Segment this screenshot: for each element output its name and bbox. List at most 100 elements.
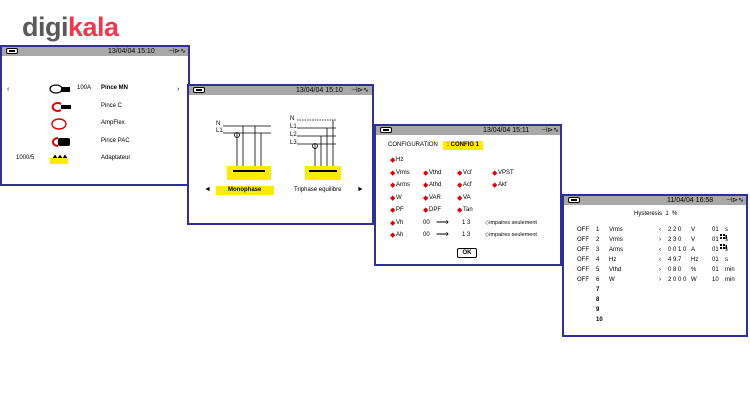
measure-item[interactable]: Vcf — [463, 169, 472, 176]
alarm-threshold[interactable]: 0 0 1 0 — [668, 247, 687, 253]
odd-only-option[interactable]: ◇impaires seulement — [485, 232, 537, 238]
measure-item[interactable]: Tan — [463, 207, 473, 213]
left-arrow-icon[interactable]: ‹ — [7, 86, 10, 93]
alarm-parameter[interactable]: Vthd — [609, 267, 622, 273]
alarm-unit: W — [691, 277, 697, 283]
alarm-duration[interactable]: 01 — [712, 267, 719, 273]
alarm-duration[interactable]: 01 — [712, 227, 719, 233]
alarm-row[interactable]: 10 — [564, 196, 746, 335]
bullet-icon: ◆ — [457, 207, 463, 214]
harmonic-label[interactable]: Ah — [396, 232, 404, 238]
configuration-label: CONFIGURATION — [388, 142, 438, 148]
clamp-mn-icon — [46, 82, 72, 94]
alarm-threshold[interactable]: 4 9.7 — [668, 257, 682, 263]
measure-item[interactable]: W — [396, 194, 402, 201]
status-bar: 13/04/04 15:10 ⊣⊳∿ — [2, 47, 188, 56]
battery-icon — [193, 87, 205, 93]
measure-item[interactable]: Vthd — [429, 169, 442, 176]
alarm-parameter[interactable]: Vrms — [609, 237, 623, 243]
alarm-row[interactable]: 9 — [564, 196, 746, 335]
digikala-logo: digikala — [22, 12, 119, 43]
alarm-state[interactable]: OFF — [577, 257, 589, 263]
alarm-duration-unit: min — [725, 277, 735, 283]
clamp-pac-icon — [46, 135, 72, 147]
alarm-compare[interactable]: ‹ — [659, 257, 661, 263]
alarm-compare[interactable]: ‹ — [659, 247, 661, 253]
alarm-threshold[interactable]: 2 2 0 — [668, 227, 682, 233]
alarm-unit: % — [691, 267, 697, 273]
alarm-number: 8 — [596, 297, 600, 303]
harmonic-to[interactable]: 1 3 — [462, 232, 471, 238]
power-plug-icon: ⊣⊳∿ — [541, 127, 559, 134]
alarm-duration[interactable]: 01 — [712, 247, 719, 253]
sensor-row[interactable]: AmpFlex — [2, 47, 188, 184]
alarm-unit: V — [691, 237, 696, 243]
datetime: 13/04/04 15:11 — [483, 127, 530, 134]
alarm-state[interactable]: OFF — [577, 227, 589, 233]
bullet-icon: ◆ — [390, 207, 396, 214]
sensor-row[interactable]: Pince PAC — [2, 47, 188, 184]
alarm-state[interactable]: OFF — [577, 237, 589, 243]
odd-only-option[interactable]: ◇impaires seulement — [485, 220, 537, 226]
harmonic-label[interactable]: Vh — [396, 220, 404, 226]
alarm-compare[interactable]: › — [659, 267, 661, 273]
harmonic-from[interactable]: 00 — [423, 220, 430, 226]
measure-item[interactable]: VA — [463, 194, 471, 201]
measure-item[interactable]: VAR — [429, 194, 441, 201]
alarm-state[interactable]: OFF — [577, 267, 589, 273]
alarm-compare[interactable]: ‹ — [659, 227, 661, 233]
alarm-number: 2 — [596, 237, 600, 243]
measure-item[interactable]: DPF — [429, 207, 441, 213]
ok-button[interactable]: OK — [457, 248, 477, 258]
measure-item[interactable]: Arms — [396, 182, 410, 188]
status-bar: 13/04/04 15:11 ⊣⊳∿ — [376, 126, 560, 135]
wiring-diagram — [223, 119, 341, 180]
alarm-duration[interactable]: 10 — [712, 277, 719, 283]
right-arrow-icon[interactable]: › — [177, 86, 180, 93]
alarm-parameter[interactable]: W — [609, 277, 615, 283]
alarm-number: 10 — [596, 317, 603, 323]
sensor-row[interactable]: Pince C — [2, 47, 188, 184]
alarm-parameter[interactable]: Hz — [609, 257, 617, 263]
datetime: 13/04/04 15:10 — [108, 48, 155, 55]
line-label: L1 — [290, 124, 297, 130]
measure-item[interactable]: Athd — [429, 182, 442, 188]
alarm-parameter[interactable]: Arms — [609, 247, 623, 253]
phase-grid-icon — [720, 237, 727, 249]
next-option-icon[interactable]: ► — [357, 186, 364, 193]
alarm-duration[interactable]: 01 — [712, 237, 719, 243]
harmonic-to[interactable]: 1 3 — [462, 220, 471, 226]
line-label: N — [290, 116, 295, 122]
measure-item[interactable]: Akf — [498, 182, 507, 188]
alarm-state[interactable]: OFF — [577, 247, 589, 253]
alarm-row[interactable]: 8 — [564, 196, 746, 335]
status-bar: 11/04/04 16:58 ⊣⊳∿ — [564, 196, 746, 205]
measure-item[interactable]: PF — [396, 207, 404, 213]
measure-item[interactable]: Acf — [463, 182, 472, 188]
option-triphase[interactable]: Triphase equilibre — [294, 187, 342, 193]
prev-option-icon[interactable]: ◄ — [204, 186, 211, 193]
measure-item[interactable]: Vrms — [396, 169, 410, 176]
alarm-parameter[interactable]: Vrms — [609, 227, 623, 233]
alarm-compare[interactable]: › — [659, 277, 661, 283]
alarm-duration[interactable]: 01 — [712, 257, 719, 263]
measure-item[interactable]: VPST — [498, 169, 514, 176]
alarm-threshold[interactable]: 0 8 0 — [668, 267, 682, 273]
measure-item[interactable]: Hz — [396, 157, 404, 163]
alarm-threshold[interactable]: 2 3 0 — [668, 237, 682, 243]
harmonic-from[interactable]: 00 — [423, 232, 430, 238]
alarm-row[interactable]: 7 — [564, 196, 746, 335]
config-select[interactable]: : CONFIG 1 — [443, 141, 484, 150]
alarm-compare[interactable]: › — [659, 237, 661, 243]
alarm-state[interactable]: OFF — [577, 277, 589, 283]
alarm-threshold[interactable]: 2 0 0 0 — [668, 277, 687, 283]
option-monophase[interactable]: Monophase — [228, 187, 262, 193]
